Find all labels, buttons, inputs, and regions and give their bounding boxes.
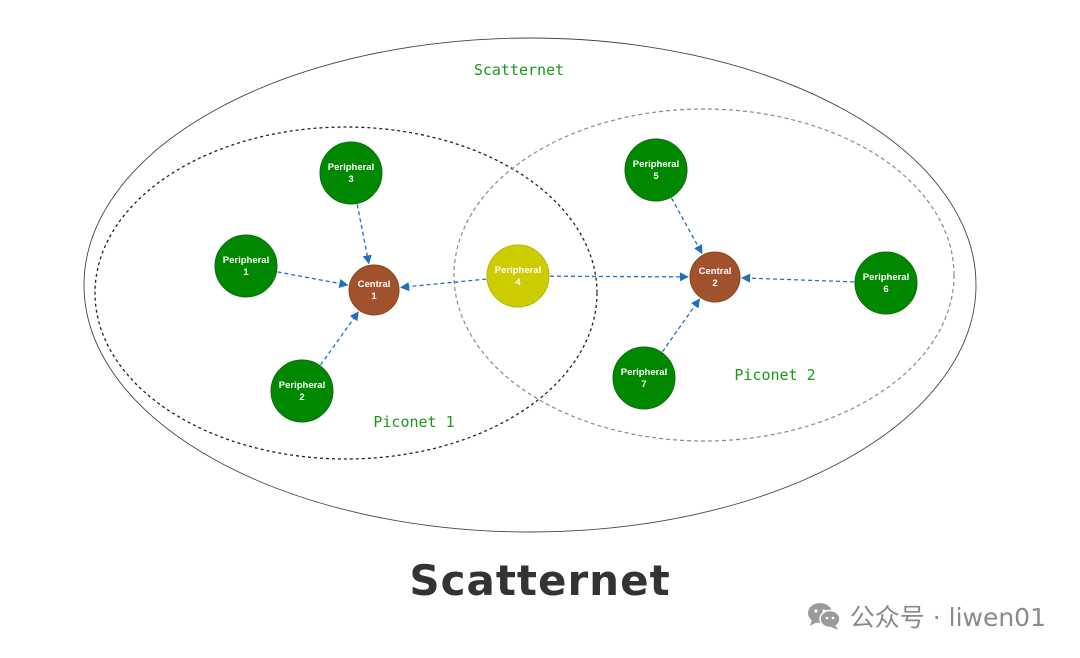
svg-text:Peripheral: Peripheral [328, 162, 374, 173]
wechat-icon [807, 603, 841, 630]
watermark-text: 公众号 · liwen01 [849, 603, 1046, 632]
piconet-2-label: Piconet 2 [734, 366, 815, 384]
arrow-p7-to-c2 [661, 298, 701, 353]
node-peripheral-1[interactable]: Peripheral 1 [214, 234, 278, 298]
node-central-2[interactable]: Central 2 [689, 251, 741, 303]
scatternet-region-label: Scatternet [474, 61, 564, 79]
piconet-1-boundary [94, 126, 598, 460]
arrow-p4-to-c2 [549, 272, 689, 282]
node-peripheral-3[interactable]: Peripheral 3 [319, 141, 383, 205]
node-peripheral-6[interactable]: Peripheral 6 [854, 251, 918, 315]
scatternet-boundary [83, 37, 977, 533]
node-peripheral-7[interactable]: Peripheral 7 [612, 346, 676, 410]
arrow-p3-to-c1 [356, 204, 372, 265]
svg-text:Peripheral: Peripheral [279, 380, 325, 391]
svg-text:Peripheral: Peripheral [621, 367, 667, 378]
piconet-1-label: Piconet 1 [373, 413, 454, 431]
svg-text:Peripheral: Peripheral [495, 265, 541, 276]
svg-text:Peripheral: Peripheral [223, 255, 269, 266]
arrow-p4-to-c1 [399, 278, 487, 292]
connection-arrows [277, 197, 855, 366]
node-peripheral-5[interactable]: Peripheral 5 [624, 138, 688, 202]
arrow-p2-to-c1 [320, 311, 359, 366]
piconet-2-boundary [453, 108, 955, 442]
node-central-1[interactable]: Central 1 [348, 264, 400, 316]
arrow-p5-to-c2 [670, 197, 703, 255]
arrow-p1-to-c1 [277, 271, 349, 288]
svg-text:4: 4 [515, 277, 521, 288]
arrow-p6-to-c2 [741, 273, 855, 283]
node-peripheral-4[interactable]: Peripheral 4 [486, 244, 550, 308]
caption-title: Scatternet [409, 556, 671, 605]
svg-text:Central: Central [358, 279, 391, 290]
watermark: 公众号 · liwen01 [806, 598, 1046, 634]
svg-text:Peripheral: Peripheral [633, 159, 679, 170]
svg-text:2: 2 [299, 392, 304, 403]
svg-text:1: 1 [371, 291, 377, 302]
svg-text:Central: Central [699, 266, 732, 277]
svg-text:7: 7 [641, 379, 646, 390]
svg-text:1: 1 [243, 267, 249, 278]
svg-text:6: 6 [883, 284, 888, 295]
svg-text:Peripheral: Peripheral [863, 272, 909, 283]
svg-text:5: 5 [653, 171, 659, 182]
node-peripheral-2[interactable]: Peripheral 2 [270, 359, 334, 423]
svg-text:3: 3 [348, 174, 353, 185]
svg-text:2: 2 [712, 278, 717, 289]
